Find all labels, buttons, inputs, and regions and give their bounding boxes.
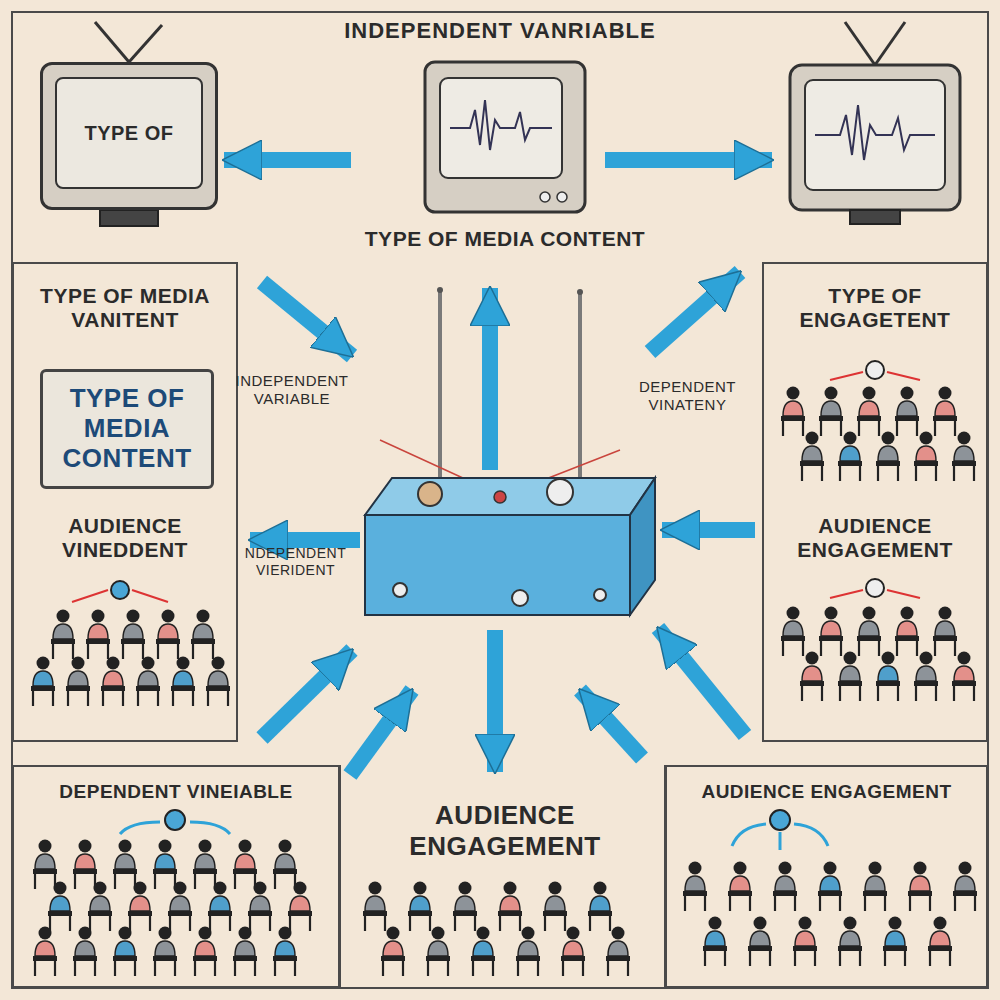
engagement-label: AUDIENCE ENGAGEMENT xyxy=(380,800,630,862)
tv-center xyxy=(425,62,585,212)
node-text: AUDIENCE ENGAGEMENT xyxy=(772,514,978,562)
dependent-panel: DEPENDENT VINEIABLE xyxy=(12,765,340,988)
tv-right xyxy=(790,22,960,224)
tv-screen: TYPE OF xyxy=(55,77,203,189)
media-content-box: TYPE OF MEDIA CONTENT xyxy=(40,369,214,489)
control-device xyxy=(365,287,655,615)
blue-arrows xyxy=(250,160,772,775)
media-panel: TYPE OF MEDIA VANITENT AUDIENCE VINEDDENT… xyxy=(12,262,238,742)
node-text: TYPE OF MEDIA VANITENT xyxy=(22,284,228,332)
node-text: AUDIENCE VINEDDENT xyxy=(22,514,228,562)
variable-label: NDEPENDENT VIERIDENT xyxy=(238,545,353,579)
variable-label: INDEPENDENT VARIABLE xyxy=(232,372,352,408)
tv-screen-box: TYPE OF xyxy=(40,62,218,210)
engagement-panel: TYPE OF ENGAGETENT AUDIENCE ENGAGEMENT xyxy=(762,262,988,742)
node-text: DEPENDENT VINEIABLE xyxy=(22,781,330,803)
diagram-title: INDEPENDENT VANRIABLE xyxy=(0,18,1000,44)
variable-label: DEPENDENT VINATENY xyxy=(615,378,760,414)
flow-arrow xyxy=(224,152,351,168)
node-text: TYPE OF MEDIA CONTENT xyxy=(355,227,655,251)
node-text: TYPE OF ENGAGETENT xyxy=(772,284,978,332)
node-text: TYPE OF xyxy=(84,122,173,145)
media-tv-node: TYPE OF MEDIA CONTENT xyxy=(355,55,655,255)
node-text: AUDIENCE ENGAGEMENT xyxy=(675,781,978,803)
node-text: TYPE OF MEDIA CONTENT xyxy=(49,384,205,474)
engagement-bottom-panel: AUDIENCE ENGAGEMENT xyxy=(665,765,988,988)
outer-frame xyxy=(12,12,988,988)
